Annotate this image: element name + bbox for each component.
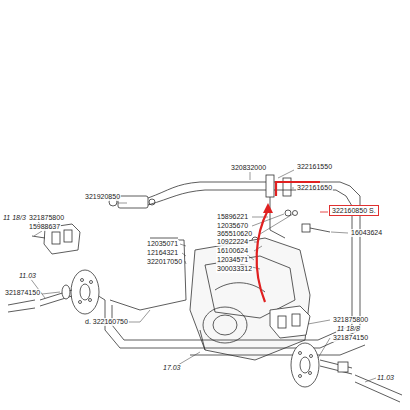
part-number: 10922224 [216, 238, 249, 246]
part-number: 322017050 [146, 258, 183, 266]
part-number: 322161550 [296, 163, 333, 171]
part-number: 320832000 [230, 164, 267, 172]
part-number: 321875800 [332, 316, 369, 324]
part-number: 12164321 [146, 249, 179, 257]
part-number: 321920850 [84, 193, 121, 201]
brake-caliper [270, 306, 310, 338]
part-number: 11.03 [18, 272, 37, 280]
brake-disc [71, 270, 99, 314]
part-number: 11 18/3 [2, 214, 27, 222]
part-number: 322161650 [296, 184, 333, 192]
brake-disc [291, 343, 319, 387]
part-number: 300033312 [216, 265, 253, 273]
pointer-arrow [257, 210, 268, 302]
part-number: 322160850 S. [332, 206, 376, 215]
highlighted-part-box: 322160850 S. [329, 205, 379, 216]
part-number: 15896221 [216, 213, 249, 221]
part-number: 365510620 [216, 230, 253, 238]
part-number: d. 322160750 [84, 318, 129, 326]
part-number: 17.03 [162, 364, 182, 372]
part-number: 321874150 [4, 289, 41, 297]
part-number: 12035071 [146, 240, 179, 248]
part-number: 15988637 [28, 223, 61, 231]
valve-body [118, 196, 148, 208]
part-number: 16100624 [216, 247, 249, 255]
arrow-head [263, 203, 273, 213]
gearbox-housing [190, 238, 310, 360]
part-number: 11 18/8 [336, 325, 361, 333]
part-number: 321874150 [332, 334, 369, 342]
part-number: 16043624 [350, 229, 383, 237]
part-number: 12034571 [216, 256, 249, 264]
part-number: 321875800 [28, 214, 65, 222]
part-number: 12035670 [216, 222, 249, 230]
part-number: 11.03 [376, 374, 395, 382]
